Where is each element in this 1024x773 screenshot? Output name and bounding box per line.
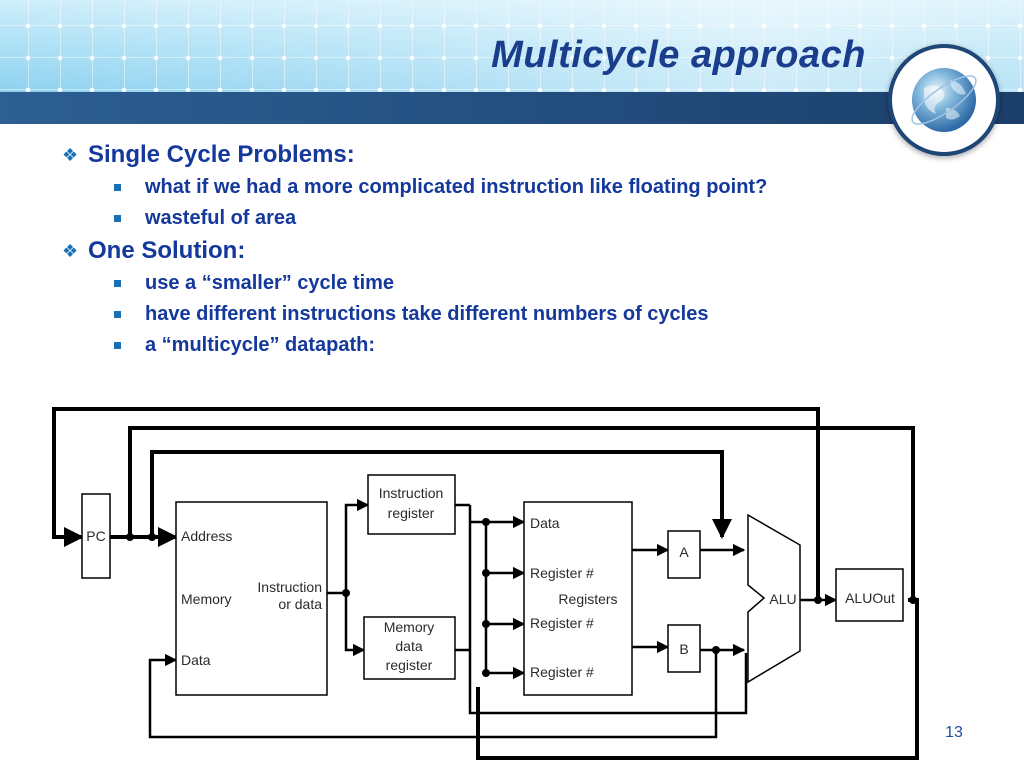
wire-junctions bbox=[126, 518, 917, 677]
pc-label: PC bbox=[86, 528, 105, 544]
memory-data-register bbox=[363, 616, 456, 680]
square-bullet-icon bbox=[114, 311, 121, 318]
pc-register bbox=[81, 493, 111, 579]
bullet-level2: use a “smaller” cycle time bbox=[62, 268, 962, 299]
aluout-label: ALUOut bbox=[845, 590, 895, 606]
mdr-label-line1: Memory bbox=[384, 619, 435, 635]
register-b bbox=[667, 624, 701, 673]
bullet-text: what if we had a more complicated instru… bbox=[145, 176, 768, 198]
registers-reg3-label: Register # bbox=[530, 664, 594, 680]
memory-data-label: Data bbox=[181, 652, 211, 668]
alu bbox=[747, 513, 801, 684]
instruction-register-label-line2: register bbox=[388, 505, 435, 521]
page-number: 13 bbox=[945, 724, 963, 741]
bullet-list: ❖ Single Cycle Problems: what if we had … bbox=[62, 138, 962, 361]
memory-label: Memory bbox=[181, 591, 232, 607]
aluout-register bbox=[835, 568, 904, 622]
mdr-label-line2: data bbox=[395, 638, 422, 654]
mdr-label-line3: register bbox=[386, 657, 433, 673]
registers-reg2-label: Register # bbox=[530, 615, 594, 631]
title-band bbox=[0, 92, 1024, 124]
square-bullet-icon bbox=[114, 280, 121, 287]
diamond-bullet-icon: ❖ bbox=[62, 240, 79, 261]
register-a bbox=[667, 530, 701, 579]
globe-logo bbox=[888, 44, 1000, 156]
square-bullet-icon bbox=[114, 184, 121, 191]
registers-title: Registers bbox=[558, 591, 617, 607]
bullet-level2: what if we had a more complicated instru… bbox=[62, 172, 962, 203]
alu-label: ALU bbox=[769, 591, 796, 607]
header-banner bbox=[0, 0, 1024, 92]
memory-output-label-line2: or data bbox=[278, 596, 322, 612]
diamond-bullet-icon: ❖ bbox=[62, 144, 79, 165]
bullet-text: have different instructions take differe… bbox=[145, 303, 709, 325]
memory-address-label: Address bbox=[181, 528, 232, 544]
bullet-level2: have different instructions take differe… bbox=[62, 299, 962, 330]
registers-reg1-label: Register # bbox=[530, 565, 594, 581]
memory-output-label-line1: Instruction bbox=[257, 579, 322, 595]
bullet-text: One Solution: bbox=[88, 237, 246, 264]
bullet-text: Single Cycle Problems: bbox=[88, 141, 355, 168]
instruction-register bbox=[367, 474, 456, 535]
square-bullet-icon bbox=[114, 215, 121, 222]
square-bullet-icon bbox=[114, 342, 121, 349]
bullet-level1: ❖ Single Cycle Problems: bbox=[62, 138, 962, 172]
bullet-text: use a “smaller” cycle time bbox=[145, 272, 395, 294]
registers-data-label: Data bbox=[530, 515, 560, 531]
register-a-label: A bbox=[679, 544, 689, 560]
multicycle-datapath-diagram: PC Address Memory Data Instruction or da… bbox=[0, 395, 1024, 768]
globe-icon bbox=[911, 68, 977, 132]
bullet-level2: a “multicycle” datapath: bbox=[62, 330, 962, 361]
slide-title: Multicycle approach bbox=[491, 34, 866, 76]
register-file bbox=[523, 501, 633, 696]
bullet-text: wasteful of area bbox=[145, 207, 297, 229]
bullet-level2: wasteful of area bbox=[62, 203, 962, 234]
bullet-level1: ❖ One Solution: bbox=[62, 234, 962, 268]
memory-unit bbox=[175, 501, 328, 696]
register-b-label: B bbox=[679, 641, 688, 657]
bullet-text: a “multicycle” datapath: bbox=[145, 334, 376, 356]
thin-wires bbox=[148, 498, 838, 739]
instruction-register-label-line1: Instruction bbox=[379, 485, 444, 501]
banner-fade bbox=[0, 0, 1024, 92]
